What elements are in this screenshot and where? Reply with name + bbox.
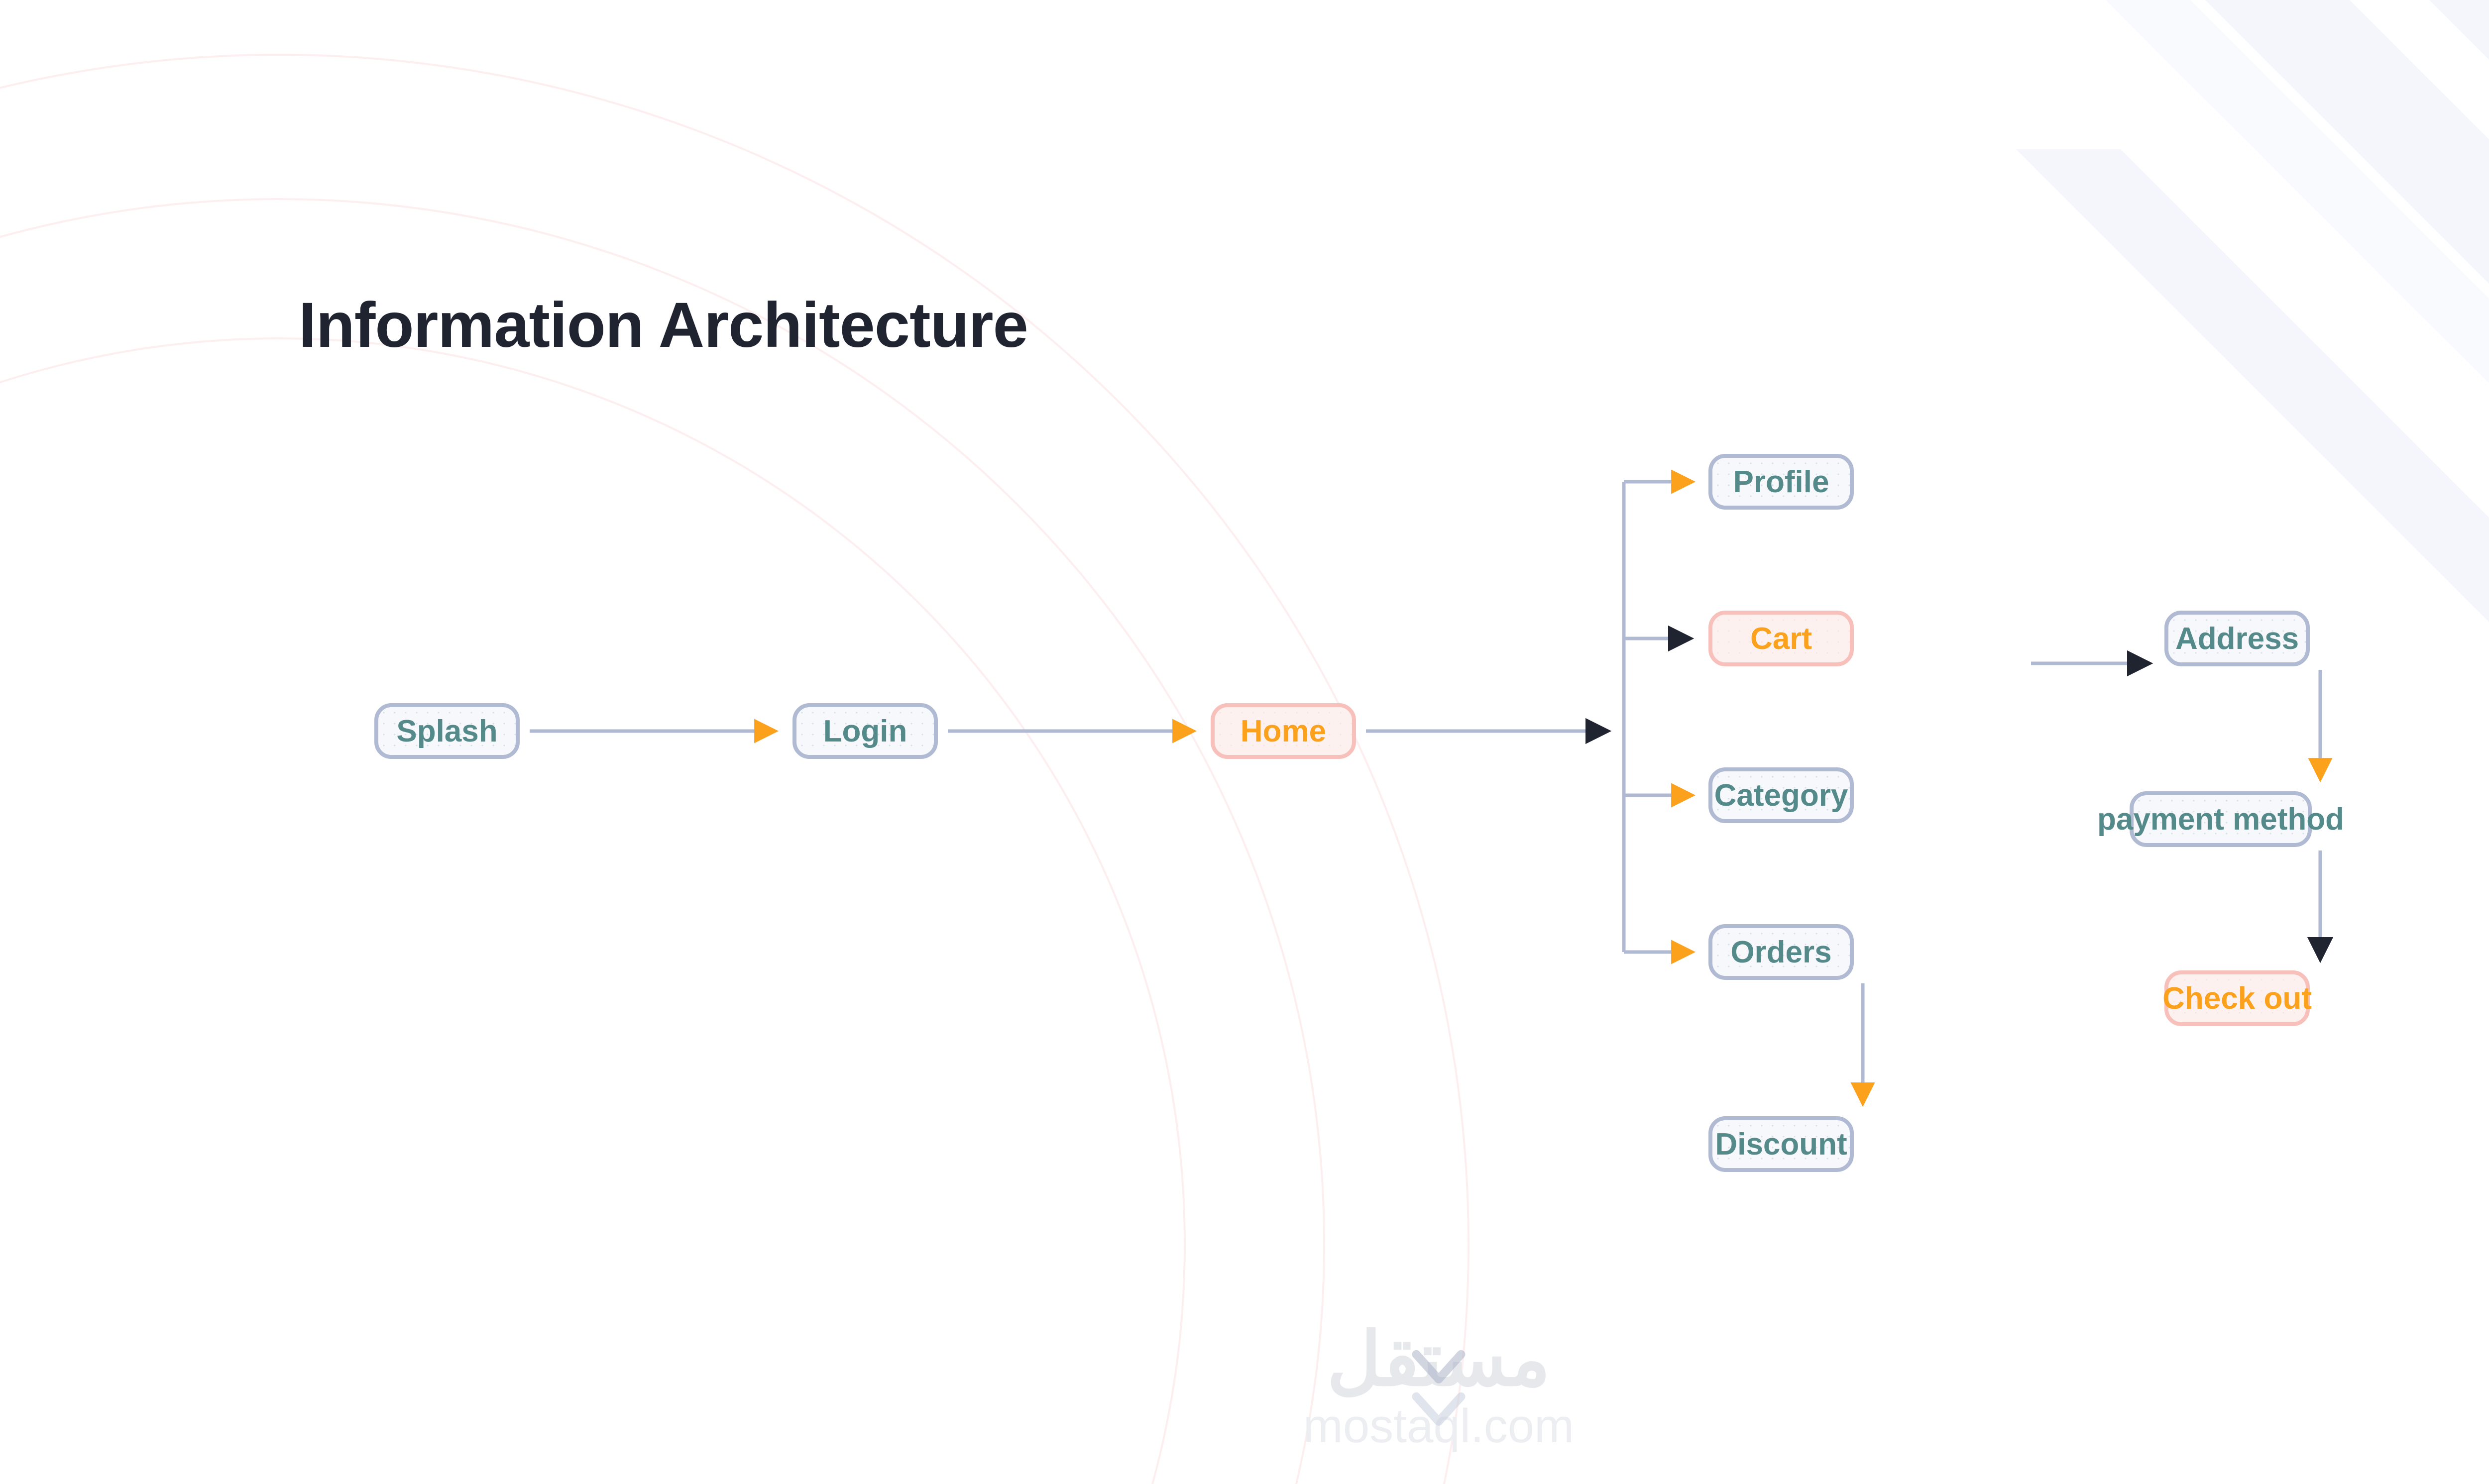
node-label: Cart	[1750, 621, 1812, 656]
node-category[interactable]: Category	[1708, 767, 1854, 823]
node-splash[interactable]: Splash	[374, 703, 520, 759]
node-label: Splash	[396, 714, 498, 748]
node-label: Discount	[1715, 1127, 1847, 1162]
node-profile[interactable]: Profile	[1708, 454, 1854, 510]
node-label: Profile	[1733, 464, 1829, 499]
mostaql-watermark: مستقل mostaql.com	[1240, 1289, 1638, 1483]
node-label: Login	[823, 714, 907, 748]
page-title: Information Architecture	[299, 290, 1028, 361]
node-payment-method[interactable]: payment method	[2097, 791, 2344, 847]
node-orders[interactable]: Orders	[1708, 924, 1854, 980]
node-address[interactable]: Address	[2164, 611, 2310, 666]
node-login[interactable]: Login	[792, 703, 938, 759]
node-label: Check out	[2162, 981, 2312, 1016]
node-checkout[interactable]: Check out	[2162, 970, 2312, 1026]
node-home[interactable]: Home	[1211, 703, 1356, 759]
node-discount[interactable]: Discount	[1708, 1116, 1854, 1172]
decor-arcs	[0, 54, 1470, 1484]
chevron-down-icon	[1412, 1350, 1466, 1426]
node-label: Orders	[1730, 935, 1832, 969]
node-label: Category	[1714, 778, 1848, 813]
watermark-arabic-text: مستقل	[1327, 1317, 1551, 1401]
node-cart[interactable]: Cart	[1708, 611, 1854, 666]
decor-stripes	[2016, 0, 2489, 622]
node-label: payment method	[2097, 802, 2345, 837]
node-label: Home	[1240, 714, 1327, 748]
watermark-domain-text: mostaql.com	[1303, 1399, 1575, 1453]
node-label: Address	[2175, 621, 2299, 656]
